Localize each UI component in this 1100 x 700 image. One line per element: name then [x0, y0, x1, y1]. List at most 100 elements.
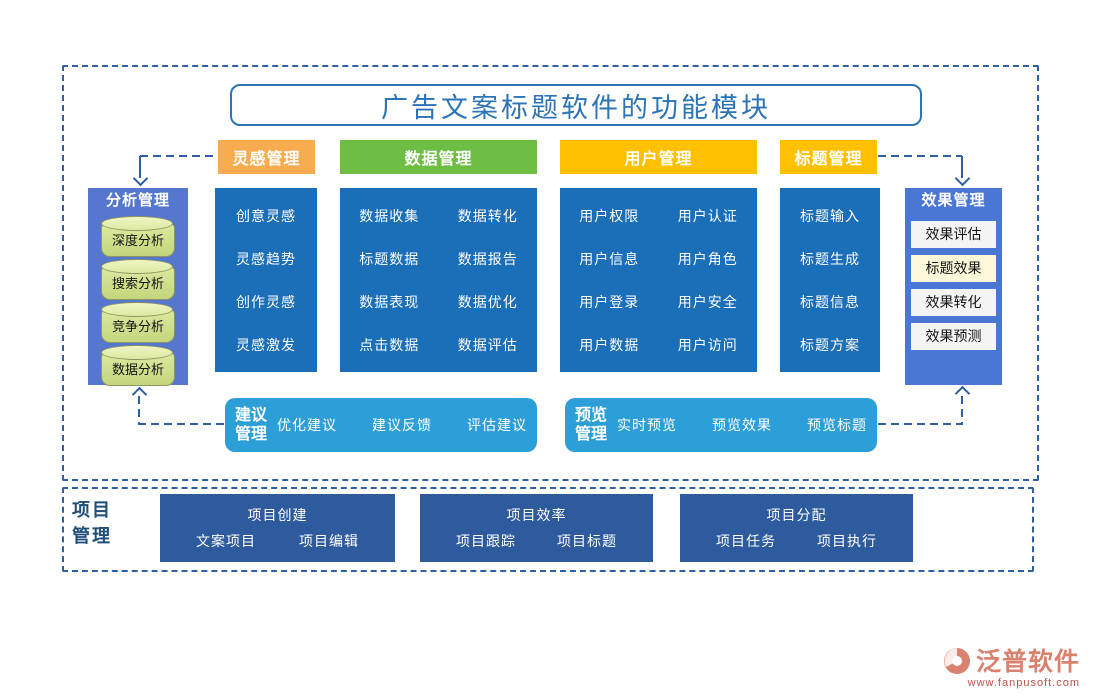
table-row: 用户权限 用户认证 [560, 206, 757, 226]
suggestion-bar-title-line2: 管理 [235, 426, 268, 443]
connector-title-to-effect-v [961, 156, 963, 178]
list-item: 实时预览 [617, 417, 678, 433]
list-item: 数据表现 [359, 293, 420, 310]
connector-preview-to-effect-h [878, 423, 962, 425]
list-item: 创意灵感 [236, 207, 296, 224]
analysis-panel-title: 分析管理 [105, 192, 170, 209]
header-inspiration: 灵感管理 [218, 140, 315, 174]
user-column: 用户权限 用户认证 用户信息 用户角色 用户登录 用户安全 用户数据 用户访问 [560, 188, 757, 372]
analysis-panel: 分析管理 深度分析 搜索分析 竞争分析 数据分析 [88, 188, 188, 386]
table-row: 数据收集 数据转化 [340, 206, 537, 226]
list-item: 用户数据 [579, 336, 640, 353]
preview-bar-title-line2: 管理 [575, 426, 608, 443]
connector-inspiration-to-analysis-h [140, 155, 218, 157]
project-section-frame [62, 487, 1034, 572]
list-item: 用户权限 [579, 207, 640, 224]
table-row: 点击数据 数据评估 [340, 335, 537, 355]
preview-bar-title-line1: 预览 [575, 407, 608, 424]
project-group-create: 项目创建 文案项目 项目编辑 [160, 494, 395, 562]
list-item: 标题信息 [800, 293, 860, 310]
cylinder-label: 深度分析 [111, 233, 164, 248]
cylinder-label: 数据分析 [111, 362, 164, 377]
list-item: 预览标题 [806, 417, 867, 433]
cylinder-data-analysis: 数据分析 [101, 345, 175, 386]
table-row: 用户数据 用户访问 [560, 335, 757, 355]
list-item: 用户认证 [677, 207, 738, 224]
project-section-label: 项目 管理 [72, 497, 112, 549]
list-item: 项目标题 [557, 533, 617, 549]
effect-item: 效果转化 [911, 289, 996, 316]
cylinder-search-analysis: 搜索分析 [101, 259, 175, 300]
main-section-frame [62, 65, 1039, 481]
fanpu-logo-icon [944, 648, 970, 674]
effect-panel-title: 效果管理 [921, 192, 986, 209]
effect-item: 标题效果 [911, 255, 996, 282]
project-group-title: 项目效率 [506, 507, 567, 523]
project-group-title: 项目分配 [766, 507, 827, 523]
list-item: 创作灵感 [236, 293, 296, 310]
diagram-title: 广告文案标题软件的功能模块 [381, 92, 771, 124]
project-group-efficiency: 项目效率 项目跟踪 项目标题 [420, 494, 653, 562]
inspiration-column: 创意灵感 灵感趋势 创作灵感 灵感激发 [215, 188, 317, 372]
list-item: 标题数据 [359, 250, 420, 267]
project-label-line2: 管理 [72, 526, 112, 546]
suggestion-bar-title: 建议 管理 [235, 406, 267, 444]
list-item: 用户安全 [677, 293, 738, 310]
project-group-title: 项目创建 [247, 507, 308, 523]
table-row: 数据表现 数据优化 [340, 292, 537, 312]
list-item: 数据评估 [457, 336, 518, 353]
titles-column: 标题输入 标题生成 标题信息 标题方案 [780, 188, 880, 372]
suggestion-bar-title-line1: 建议 [235, 407, 268, 424]
effect-item: 效果预测 [911, 323, 996, 350]
header-title: 标题管理 [780, 140, 877, 174]
list-item: 文案项目 [196, 533, 256, 549]
list-item: 标题输入 [800, 207, 860, 224]
list-item: 预览效果 [712, 417, 772, 433]
list-item: 数据报告 [457, 250, 518, 267]
list-item: 评估建议 [466, 417, 527, 433]
connector-inspiration-to-analysis-v [139, 156, 141, 178]
connector-preview-to-effect-v [961, 396, 963, 425]
connector-suggestion-to-analysis-v [138, 396, 140, 425]
list-item: 灵感趋势 [236, 250, 296, 267]
list-item: 标题生成 [800, 250, 860, 267]
list-item: 用户访问 [677, 336, 738, 353]
project-label-line1: 项目 [72, 500, 112, 520]
cylinder-label: 搜索分析 [111, 276, 164, 291]
table-row: 用户信息 用户角色 [560, 249, 757, 269]
preview-bar-items: 实时预览 预览效果 预览标题 [617, 415, 867, 435]
list-item: 点击数据 [359, 336, 420, 353]
project-group-items: 项目任务 项目执行 [694, 531, 899, 551]
list-item: 用户信息 [579, 250, 640, 267]
diagram-title-box: 广告文案标题软件的功能模块 [230, 84, 922, 126]
project-group-assignment: 项目分配 项目任务 项目执行 [680, 494, 913, 562]
fanpu-logo: 泛普软件 www.fanpusoft.com [942, 646, 1080, 689]
list-item: 项目编辑 [299, 533, 359, 549]
connector-title-to-effect-h [878, 155, 962, 157]
list-item: 标题方案 [800, 336, 860, 353]
connector-suggestion-to-analysis-h [138, 423, 225, 425]
header-data: 数据管理 [340, 140, 537, 174]
list-item: 数据收集 [359, 207, 420, 224]
logo-url: www.fanpusoft.com [967, 677, 1081, 689]
list-item: 项目跟踪 [456, 533, 516, 549]
list-item: 优化建议 [277, 417, 338, 433]
list-item: 数据优化 [457, 293, 518, 310]
list-item: 用户角色 [677, 250, 738, 267]
cylinder-depth-analysis: 深度分析 [101, 216, 175, 257]
list-item: 建议反馈 [372, 417, 432, 433]
header-user: 用户管理 [560, 140, 757, 174]
table-row: 标题数据 数据报告 [340, 249, 537, 269]
logo-name: 泛普软件 [976, 647, 1081, 676]
project-group-items: 项目跟踪 项目标题 [434, 531, 639, 551]
data-column: 数据收集 数据转化 标题数据 数据报告 数据表现 数据优化 点击数据 数据评估 [340, 188, 537, 372]
table-row: 用户登录 用户安全 [560, 292, 757, 312]
logo-row: 泛普软件 [942, 646, 1080, 676]
preview-bar: 预览 管理 实时预览 预览效果 预览标题 [565, 398, 877, 452]
list-item: 数据转化 [457, 207, 518, 224]
list-item: 项目执行 [817, 533, 877, 549]
effect-panel: 效果管理 效果评估 标题效果 效果转化 效果预测 [905, 188, 1002, 385]
suggestion-bar-items: 优化建议 建议反馈 评估建议 [277, 415, 527, 435]
cylinder-competition-analysis: 竞争分析 [101, 302, 175, 343]
suggestion-bar: 建议 管理 优化建议 建议反馈 评估建议 [225, 398, 537, 452]
